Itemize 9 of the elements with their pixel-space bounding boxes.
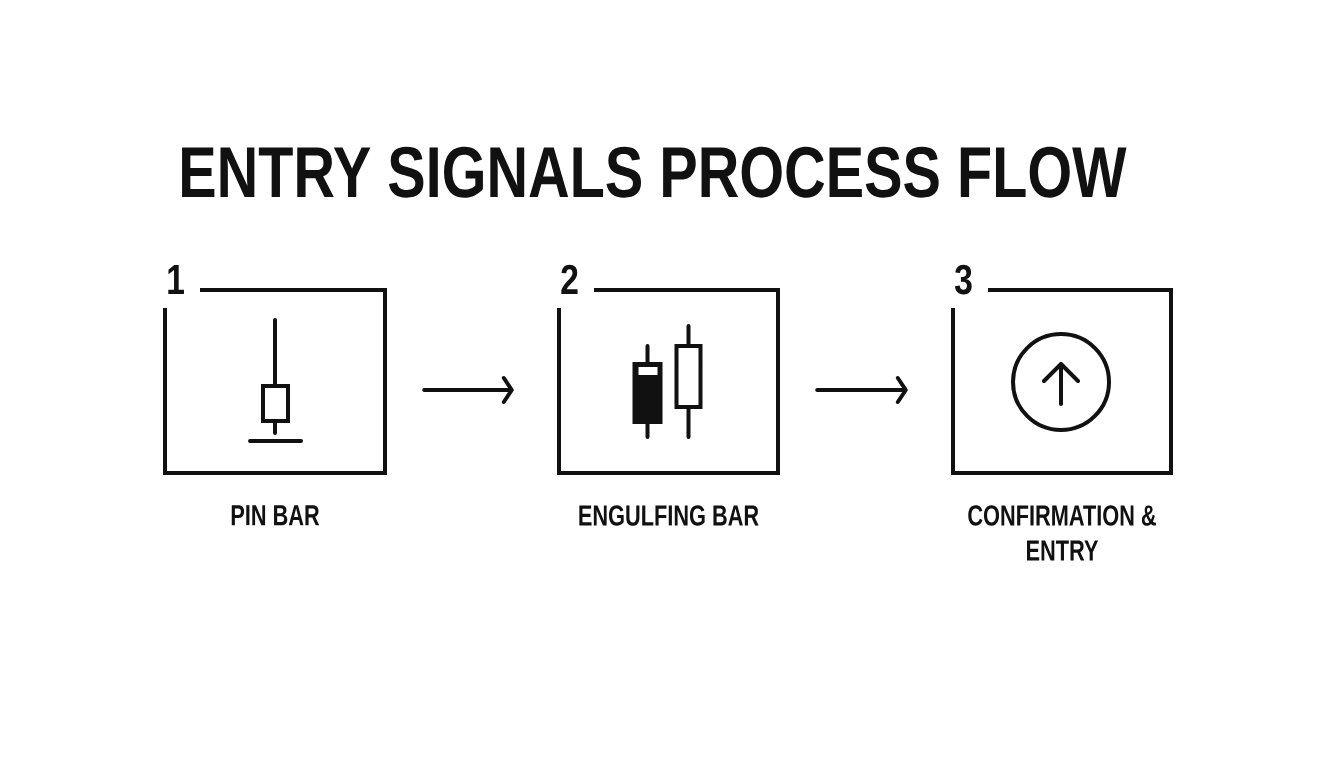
step-caption: ENGULFING BAR (579, 505, 759, 526)
step-number: 3 (954, 264, 972, 295)
step-caption: CONFIRMATION & ENTRY (968, 505, 1156, 561)
diagram-title: ENTRY SIGNALS PROCESS FLOW (182, 146, 1127, 198)
arrow (422, 376, 514, 404)
arrow (815, 376, 908, 404)
step-number: 2 (561, 264, 578, 294)
step-caption: PIN BAR (231, 505, 320, 526)
step-number: 1 (168, 265, 184, 294)
